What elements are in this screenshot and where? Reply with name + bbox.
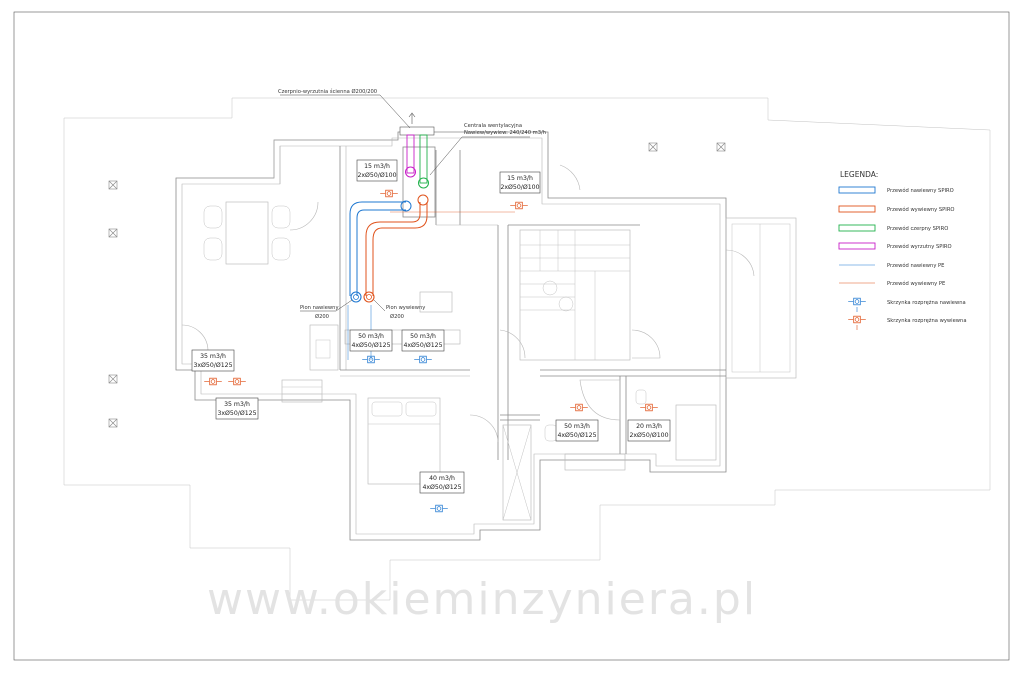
flow-rate: 20 m3/h bbox=[636, 423, 662, 430]
flow-spec: 3xØ50/Ø125 bbox=[217, 409, 256, 417]
riser-exhaust-label: Pion wywiewny bbox=[386, 305, 425, 311]
flow-box: 35 m3/h 3xØ50/Ø125 bbox=[215, 397, 259, 420]
riser-exhaust-diameter: Ø200 bbox=[390, 313, 404, 320]
legend-item: Przewód nawiewny PE bbox=[839, 262, 944, 269]
bathroom-fixtures bbox=[542, 280, 717, 461]
flow-box: 15 m3/h 2xØ50/Ø100 bbox=[356, 159, 398, 182]
flow-box: 50 m3/h 4xØ50/Ø125 bbox=[555, 419, 599, 442]
flow-rate: 40 m3/h bbox=[429, 475, 455, 482]
legend-item: Skrzynka rozprężna wywiewna bbox=[848, 315, 967, 330]
riser-supply-label: Pion nawiewny bbox=[300, 305, 339, 311]
exterior-walls bbox=[175, 131, 727, 541]
ahu-label-line2: Nawiew/wywiew: 240/240 m3/h bbox=[464, 130, 546, 136]
flow-box: 40 m3/h 4xØ50/Ø125 bbox=[419, 471, 465, 494]
legend-item: Przewód wywiewny PE bbox=[839, 280, 945, 287]
bed bbox=[367, 397, 441, 485]
legend-label: Przewód nawiewny PE bbox=[887, 262, 944, 269]
watermark: www.okieminzyniera.pl bbox=[207, 574, 757, 625]
intake-duct bbox=[418, 134, 429, 189]
wall-grille-label: Czerpnio-wyrzutnia ścienna Ø200/200 bbox=[278, 88, 377, 95]
flow-rate: 50 m3/h bbox=[564, 423, 590, 430]
flow-spec: 2xØ50/Ø100 bbox=[500, 183, 539, 191]
legend-label: Skrzynka rozprężna wywiewna bbox=[887, 318, 967, 324]
flow-rate: 15 m3/h bbox=[507, 175, 533, 182]
ahu-label-line1: Centrala wentylacyjna bbox=[464, 123, 522, 129]
legend-label: Przewód nawiewny SPIRO bbox=[887, 187, 954, 194]
interior-walls bbox=[339, 146, 726, 471]
legend-label: Skrzynka rozprężna nawiewna bbox=[887, 300, 966, 306]
drawing-frame bbox=[13, 11, 1010, 661]
exhaust-spiro-duct bbox=[363, 194, 429, 303]
roof-markers bbox=[108, 142, 726, 428]
legend-item: Przewód czerpny SPIRO bbox=[838, 224, 948, 232]
legend-item: Skrzynka rozprężna nawiewna bbox=[848, 297, 966, 312]
leader-lines bbox=[280, 94, 530, 312]
legend-item: Przewód wyrzutny SPIRO bbox=[838, 242, 952, 250]
flow-box: 15 m3/h 2xØ50/Ø100 bbox=[499, 171, 541, 194]
flow-spec: 3xØ50/Ø125 bbox=[193, 361, 232, 369]
discharge-duct bbox=[405, 134, 416, 178]
flow-spec: 4xØ50/Ø125 bbox=[351, 341, 390, 349]
wardrobe bbox=[502, 424, 532, 521]
dining-table bbox=[203, 201, 291, 265]
flow-box: 50 m3/h 4xØ50/Ø125 bbox=[349, 329, 393, 352]
legend-item: Przewód wywiewny SPIRO bbox=[838, 205, 955, 213]
flow-spec: 4xØ50/Ø125 bbox=[403, 341, 442, 349]
legend-title: LEGENDA: bbox=[840, 170, 878, 179]
flow-rate: 15 m3/h bbox=[364, 163, 390, 170]
flow-spec: 2xØ50/Ø100 bbox=[357, 171, 396, 179]
kitchen-counter bbox=[281, 324, 339, 403]
flow-rate: 50 m3/h bbox=[410, 333, 436, 340]
riser-supply-diameter: Ø200 bbox=[315, 313, 329, 320]
flow-spec: 2xØ50/Ø100 bbox=[629, 431, 668, 439]
flow-spec: 4xØ50/Ø125 bbox=[557, 431, 596, 439]
legend-label: Przewód wywiewny PE bbox=[887, 280, 945, 287]
roof-outline bbox=[63, 97, 991, 601]
flow-spec: 4xØ50/Ø125 bbox=[422, 483, 461, 491]
flow-rate: 35 m3/h bbox=[224, 401, 250, 408]
legend-label: Przewód wywiewny SPIRO bbox=[887, 206, 955, 213]
legend-label: Przewód czerpny SPIRO bbox=[887, 225, 948, 232]
legend-item: Przewód nawiewny SPIRO bbox=[838, 186, 954, 194]
staircase bbox=[519, 229, 631, 361]
legend-label: Przewód wyrzutny SPIRO bbox=[887, 243, 952, 250]
terrace bbox=[725, 217, 797, 379]
flow-box: 50 m3/h 4xØ50/Ø125 bbox=[401, 329, 445, 352]
flow-box: 20 m3/h 2xØ50/Ø100 bbox=[627, 419, 671, 442]
flow-rate: 35 m3/h bbox=[200, 353, 226, 360]
supply-spiro-duct bbox=[349, 200, 412, 303]
flow-box: 35 m3/h 3xØ50/Ø125 bbox=[191, 349, 235, 372]
legend: LEGENDA: Przewód nawiewny SPIRO Przewód … bbox=[838, 170, 967, 330]
ventilation-unit bbox=[399, 112, 436, 218]
flow-rate: 50 m3/h bbox=[358, 333, 384, 340]
doors bbox=[181, 164, 755, 443]
